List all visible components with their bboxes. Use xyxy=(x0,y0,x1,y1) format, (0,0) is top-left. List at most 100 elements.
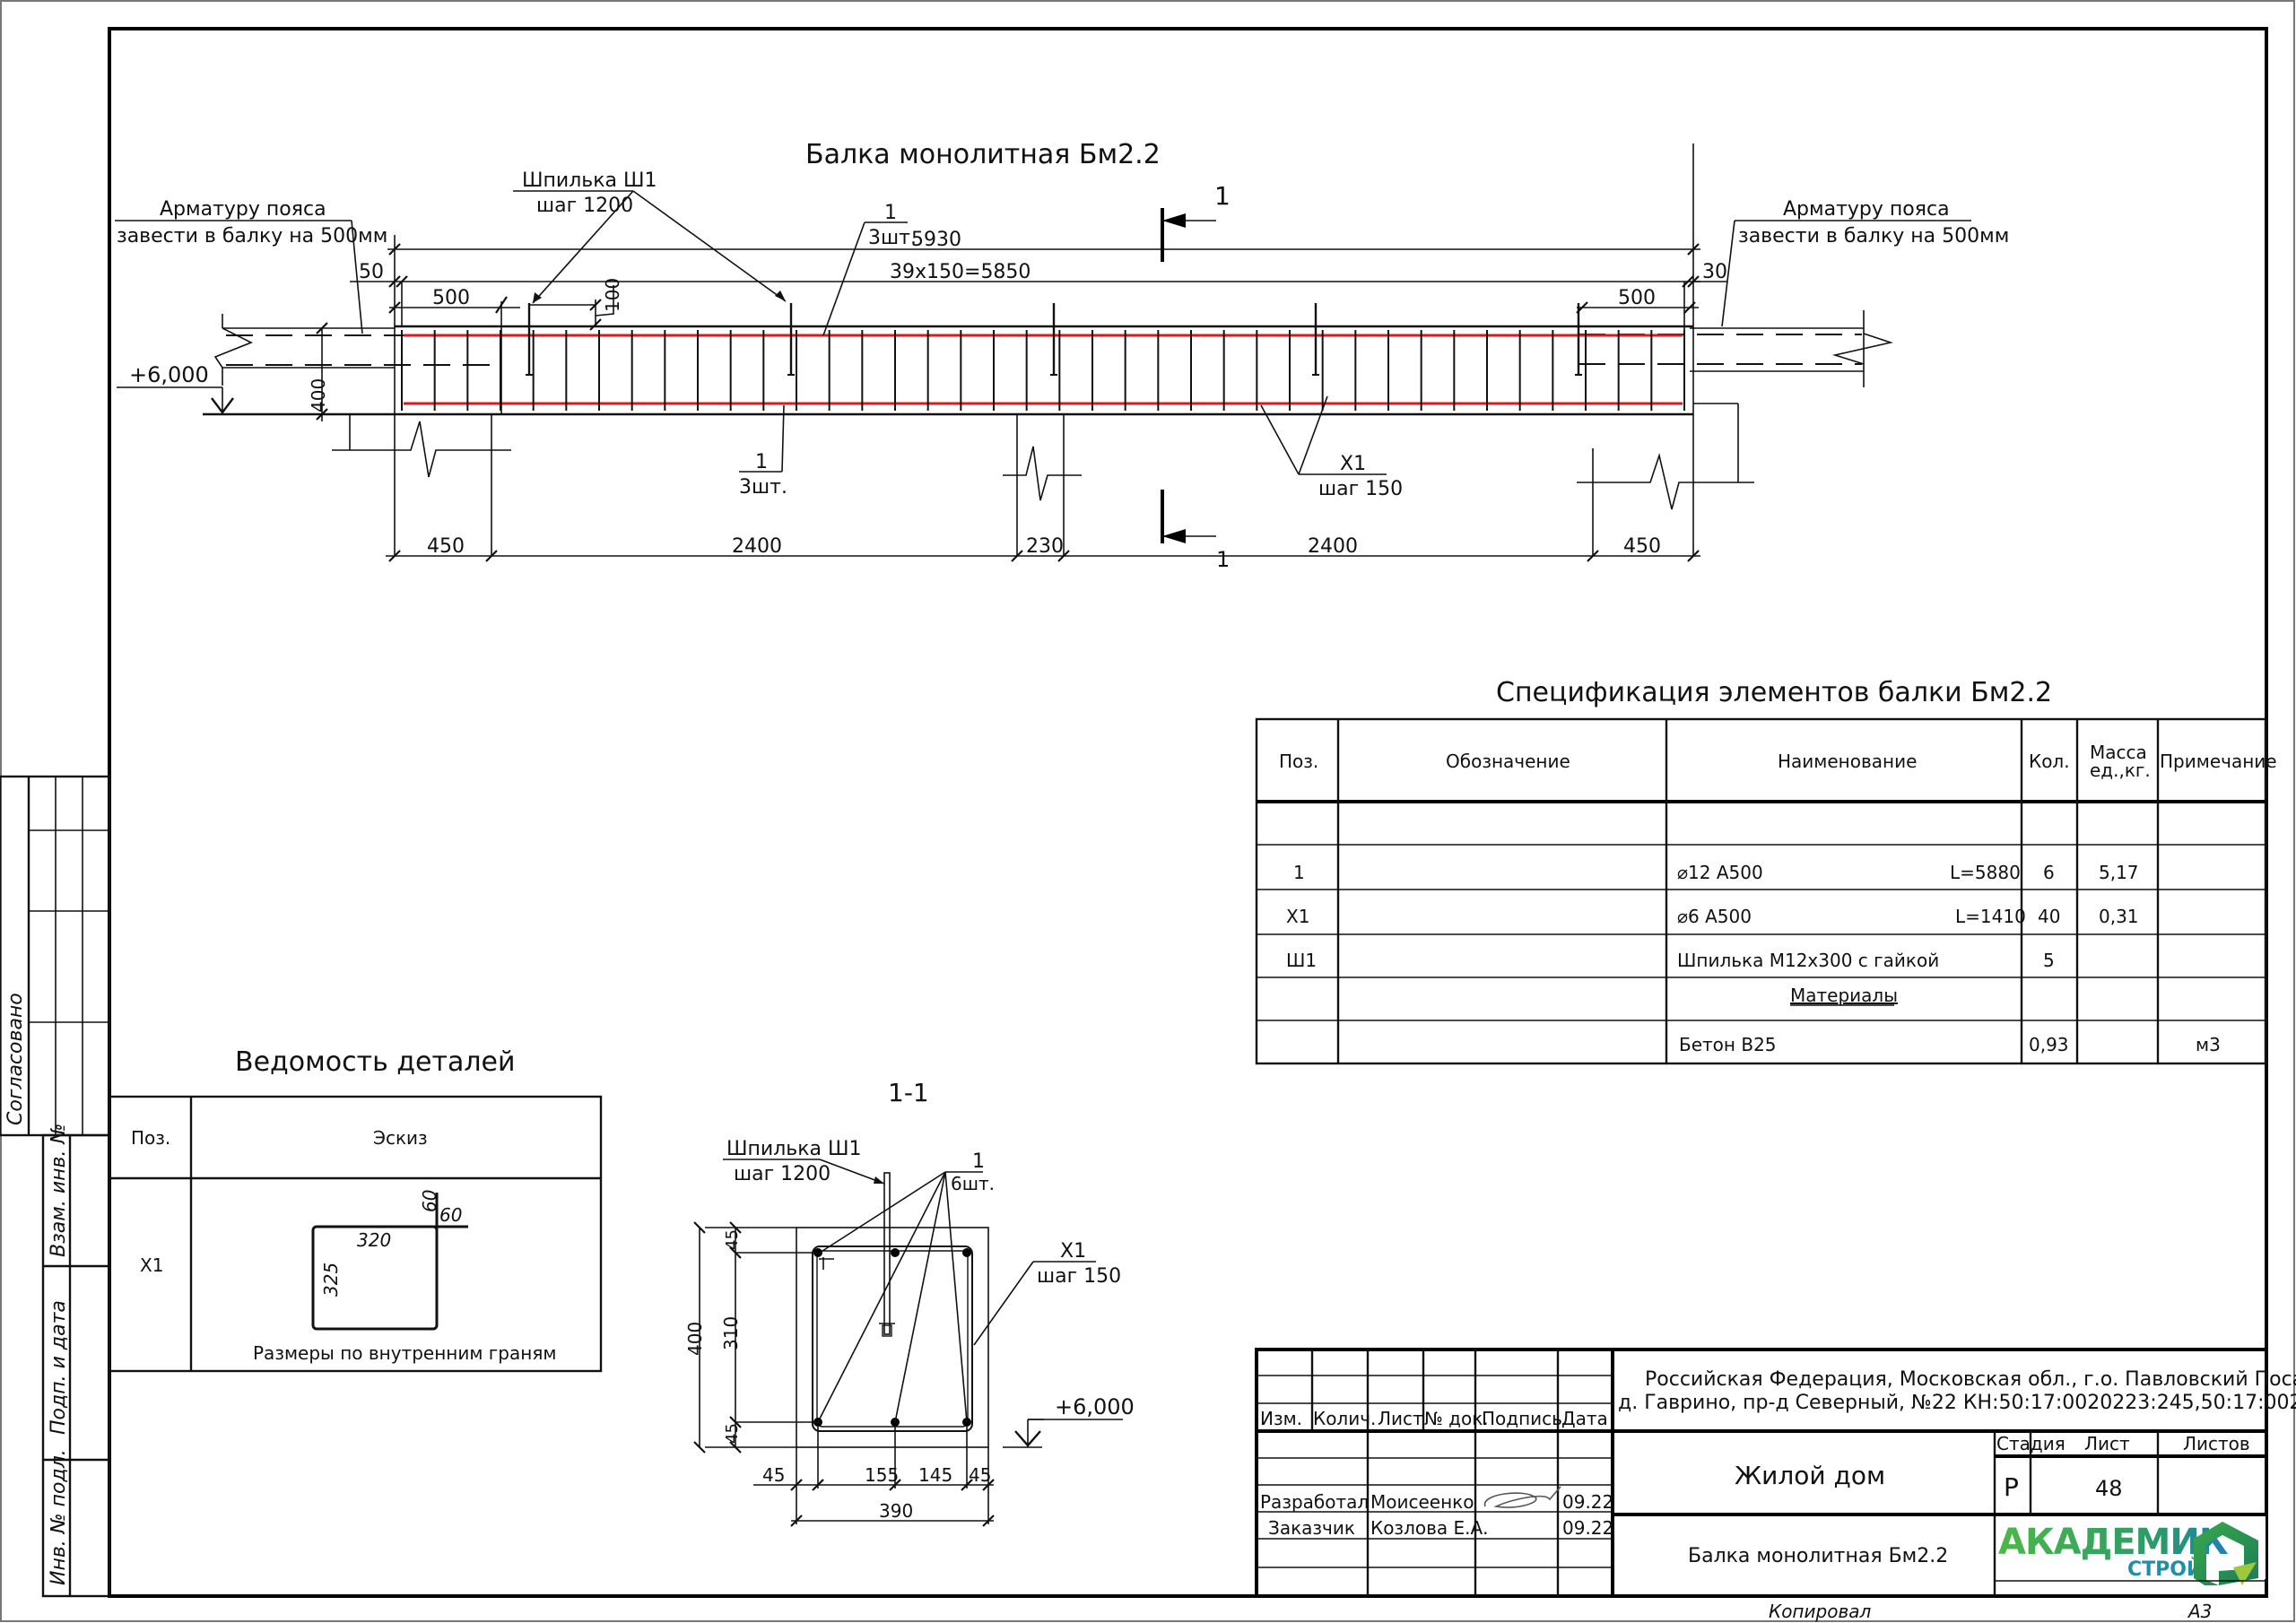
tb-sheet-value: 48 xyxy=(2095,1476,2123,1501)
logo-main-text: АКАДЕМИК xyxy=(1998,1522,2229,1563)
side-stamp-sign-date: Подп. и дата xyxy=(48,1300,70,1435)
section-dim-bottom-3: 45 xyxy=(969,1464,991,1486)
tb-project-name: Жилой дом xyxy=(1735,1461,1885,1490)
details-header-pos: Поз. xyxy=(131,1127,170,1149)
section-title: 1-1 xyxy=(888,1078,929,1107)
rebar-dot xyxy=(891,1248,900,1257)
tb-developed-date: 09.22 xyxy=(1562,1491,1613,1513)
section-dim-cover-top: 45 xyxy=(723,1229,742,1250)
section-dim-height-total: 400 xyxy=(684,1322,706,1356)
section-dim-bottom-2: 145 xyxy=(918,1464,952,1486)
top-bar-pos: 1 xyxy=(884,202,897,224)
spec-row-name: Шпилька М12х300 с гайкой xyxy=(1677,950,1939,971)
stirrup-step: шаг 150 xyxy=(1318,478,1403,500)
dim-height: 400 xyxy=(308,378,329,412)
dim-tick xyxy=(1687,550,1700,562)
spec-header-mass-2: ед.,кг. xyxy=(2090,759,2151,781)
tb-address-line1: Российская Федерация, Московская обл., г… xyxy=(1645,1368,2296,1391)
signature xyxy=(1483,1486,1561,1508)
spec-row-qty: 5 xyxy=(2043,950,2055,971)
section-dim-bottom-0: 45 xyxy=(762,1464,785,1486)
stirrups xyxy=(401,330,1685,411)
spec-row-qty: 0,93 xyxy=(2029,1034,2069,1055)
spec-row-length: L=5880 xyxy=(1950,862,2021,883)
spec-header-mass-1: Масса xyxy=(2090,742,2147,763)
section-stirrup-step: шаг 150 xyxy=(1037,1265,1121,1288)
spec-header-designation: Обозначение xyxy=(1446,751,1570,772)
spec-row-mass: 5,17 xyxy=(2099,862,2139,883)
section-bar-qty: 6шт. xyxy=(951,1173,995,1194)
dim-left-offset: 50 xyxy=(359,261,384,283)
tb-stage-label: Стадия xyxy=(1996,1433,2066,1454)
dim-tick xyxy=(388,550,401,562)
tb-header-izm: Изм. xyxy=(1260,1408,1302,1429)
spec-row-pos: Ш1 xyxy=(1286,950,1317,971)
top-bar-qty: 3шт. xyxy=(868,227,917,249)
section-bar-pos: 1 xyxy=(972,1150,985,1173)
dim-right-lap: 500 xyxy=(1618,287,1656,309)
side-stamp-replace-inv: Взам. инв. № xyxy=(48,1124,70,1257)
tb-developed-name: Моисеенко xyxy=(1370,1491,1474,1513)
dim-stirrups: 39x150=5850 xyxy=(890,261,1031,283)
section-hairpin-label: Шпилька Ш1 xyxy=(726,1138,862,1160)
details-table: Ведомость деталей Поз. Эскиз X1 320 325 … xyxy=(108,1046,603,1373)
spec-table: Спецификация элементов балки Бм2.2 Поз. … xyxy=(1255,677,2277,1065)
tb-customer-name: Козлова Е.А. xyxy=(1370,1517,1489,1539)
bottom-bar-qty: 3шт. xyxy=(739,476,787,499)
tb-format: А3 xyxy=(2187,1601,2212,1622)
side-stamp-agreed: Согласовано xyxy=(4,993,27,1125)
right-note-line1: Арматуру пояса xyxy=(1783,198,1950,221)
section-hairpin-step: шаг 1200 xyxy=(734,1163,831,1185)
stirrup-pos: X1 xyxy=(1340,453,1366,475)
tb-header-date: Дата xyxy=(1561,1408,1608,1429)
side-stamp-inv-orig: Инв. № подл. xyxy=(48,1449,70,1585)
dim-tick xyxy=(1057,550,1070,562)
left-note-line1: Арматуру пояса xyxy=(160,198,326,221)
section-elevation: +6,000 xyxy=(1055,1394,1135,1419)
tb-header-list: Лист xyxy=(1378,1408,1423,1429)
beam-elevation: Балка монолитная Бм2.2 xyxy=(115,139,2009,572)
left-note-line2: завести в балку на 500мм xyxy=(117,225,387,247)
tb-copied: Копировал xyxy=(1769,1601,1871,1622)
section-dim-height-inner: 310 xyxy=(720,1316,742,1350)
spec-title: Спецификация элементов балки Бм2.2 xyxy=(1496,677,2052,708)
spec-row-pos: X1 xyxy=(1286,906,1309,927)
tb-customer-date: 09.22 xyxy=(1562,1517,1613,1539)
dim-bottom-2: 230 xyxy=(1026,535,1064,558)
tb-address-line2: д. Гаврино, пр-д Северный, №22 КН:50:17:… xyxy=(1618,1392,2296,1414)
tb-sheet-label: Лист xyxy=(2084,1433,2130,1454)
tb-customer-role: Заказчик xyxy=(1268,1517,1355,1539)
tb-header-ndok: № док. xyxy=(1424,1408,1489,1429)
section-stirrup-pos: X1 xyxy=(1060,1240,1086,1263)
tb-header-kolich: Колич. xyxy=(1313,1408,1376,1429)
hairpin-step: шаг 1200 xyxy=(536,195,633,217)
section-1-1: 1-1 Шпилька Ш1 шаг 1200 1 6шт. X1 шаг 15… xyxy=(684,1078,1135,1527)
side-stamp: Согласовано Взам. инв. № Подп. и дата Ин… xyxy=(0,775,111,1598)
dim-tick xyxy=(1011,550,1023,562)
spec-row-mass: 0,31 xyxy=(2099,906,2139,927)
spec-header-name: Наименование xyxy=(1778,751,1917,772)
dim-bottom-3: 2400 xyxy=(1308,535,1358,558)
sketch-dim-width: 320 xyxy=(357,1229,391,1251)
section-dim-bottom-1: 155 xyxy=(865,1464,899,1486)
stirrup-sketch xyxy=(311,1225,439,1331)
dim-total: 5930 xyxy=(911,229,961,251)
beam-elevation-mark: +6,000 xyxy=(129,362,209,387)
tb-sheets-label: Листов xyxy=(2183,1433,2250,1454)
beam-title: Балка монолитная Бм2.2 xyxy=(805,139,1161,170)
tb-developed-role: Разработал xyxy=(1260,1491,1369,1513)
logo-sub-text: СТРОЙ xyxy=(2127,1558,2203,1581)
tb-header-signature: Подпись xyxy=(1482,1408,1562,1429)
spec-row-note: м3 xyxy=(2196,1034,2221,1055)
dim-right-offset: 30 xyxy=(1702,261,1727,283)
rebar-dot xyxy=(962,1248,971,1257)
tb-stage-value: Р xyxy=(2004,1472,2019,1502)
spec-row-name: ⌀6 А500 xyxy=(1677,906,1752,927)
dim-tick xyxy=(485,550,498,562)
spec-row-name: Материалы xyxy=(1790,985,1898,1006)
sketch-dim-hook-v: 60 xyxy=(419,1190,440,1212)
dim-bottom-0: 450 xyxy=(427,535,465,558)
spec-row-qty: 40 xyxy=(2038,906,2060,927)
details-header-sketch: Эскиз xyxy=(373,1127,428,1149)
